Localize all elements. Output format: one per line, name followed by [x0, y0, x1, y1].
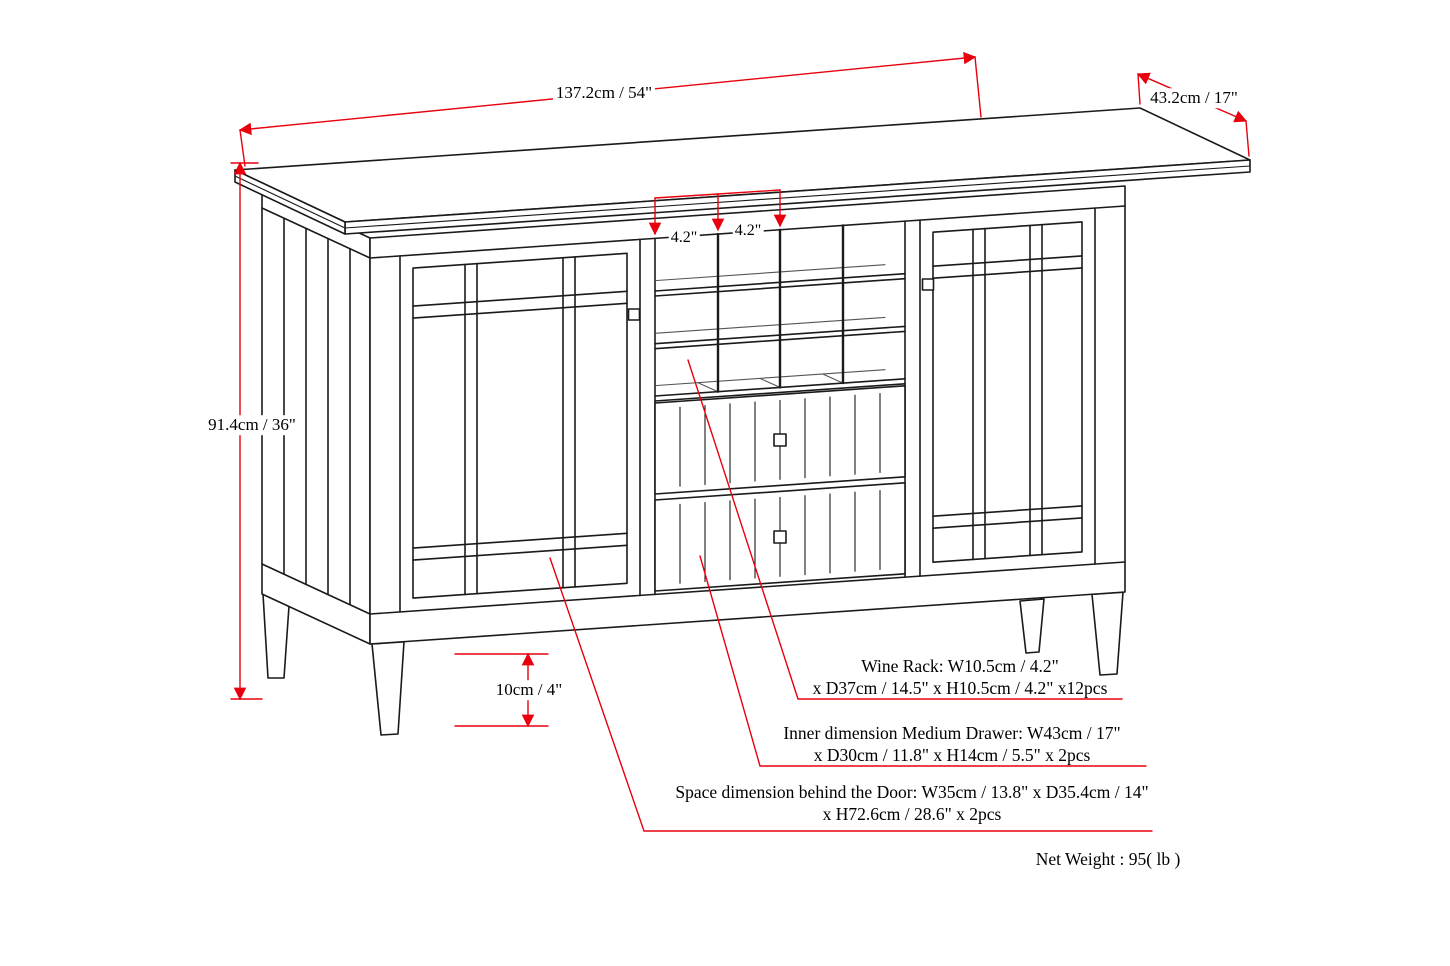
drawer-top [654, 384, 906, 495]
dimension-wine-cells [648, 189, 787, 236]
leader-wine-rack [687, 359, 1123, 700]
net-weight-text: Net Weight : 95( lb ) [1035, 849, 1181, 869]
drawer-bottom [654, 481, 906, 592]
door-space-annotation: Space dimension behind the Door: W35cm /… [675, 781, 1148, 825]
leg-height-dimension-label: 10cm / 4" [492, 680, 566, 700]
leader-drawer [699, 555, 1147, 767]
door-space-annotation-line1: Space dimension behind the Door: W35cm /… [675, 782, 1149, 802]
top-depth-dimension-label: 43.2cm / 17" [1147, 88, 1241, 108]
right-door-glass [932, 221, 1083, 564]
back-right-leg [1019, 598, 1045, 654]
door-space-annotation-line2: x H72.6cm / 28.6" x 2pcs [822, 804, 1002, 824]
wine-rack-annotation: Wine Rack: W10.5cm / 4.2" x D37cm / 14.5… [813, 655, 1108, 699]
right-door [921, 221, 1083, 564]
left-door-knob [627, 308, 641, 321]
leader-door [549, 557, 1153, 832]
left-door-glass [412, 252, 628, 599]
top-slab [234, 107, 1251, 235]
drawers [654, 384, 906, 592]
wine-rack-annotation-line2: x D37cm / 14.5" x H10.5cm / 4.2" x12pcs [812, 678, 1108, 698]
wine-rack-annotation-line1: Wine Rack: W10.5cm / 4.2" [861, 656, 1059, 676]
net-weight-label: Net Weight : 95( lb ) [1036, 848, 1181, 870]
front-left-leg [371, 640, 405, 736]
drawer-bottom-knob [773, 530, 787, 544]
back-left-leg [262, 593, 290, 679]
drawer-annotation-line1: Inner dimension Medium Drawer: W43cm / 1… [783, 723, 1121, 743]
wine-cell-width-label-left: 4.2" [668, 228, 700, 248]
drawer-annotation: Inner dimension Medium Drawer: W43cm / 1… [783, 722, 1120, 766]
drawer-annotation-line2: x D30cm / 11.8" x H14cm / 5.5" x 2pcs [813, 745, 1091, 765]
height-dimension-label: 91.4cm / 36" [205, 415, 299, 435]
left-door [412, 252, 641, 599]
drawer-top-knob [773, 433, 787, 447]
top-width-dimension-label: 137.2cm / 54" [552, 83, 656, 103]
wine-cell-width-label-right: 4.2" [732, 221, 764, 241]
wine-rack [654, 221, 906, 402]
right-door-knob [921, 278, 935, 291]
legs [262, 591, 1124, 736]
